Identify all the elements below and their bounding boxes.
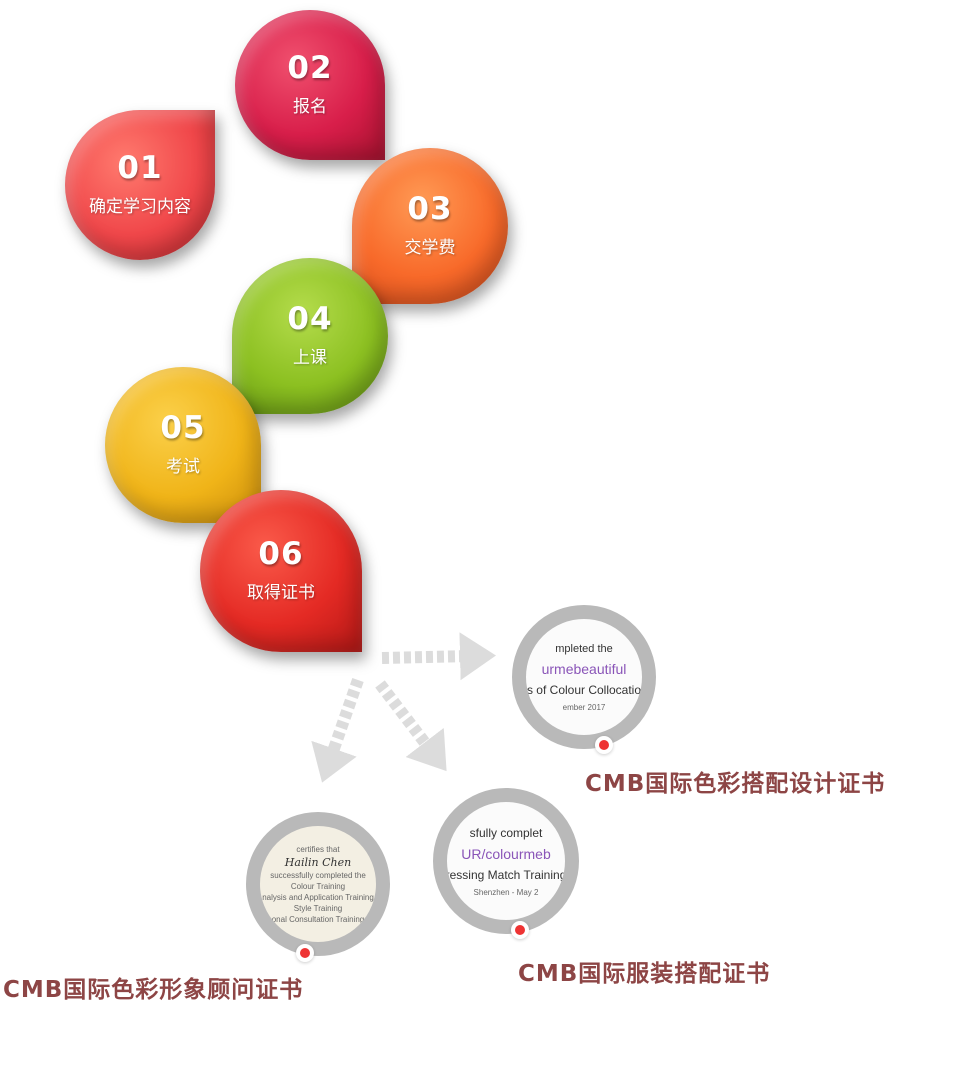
cert-text: certifies that — [296, 844, 340, 854]
step-number: 04 — [287, 301, 333, 337]
cert-text: mpleted the — [555, 642, 613, 655]
red-dot-marker — [595, 736, 613, 754]
arrow-down-left — [311, 678, 364, 783]
step-label: 报名 — [293, 97, 327, 116]
step-label: 确定学习内容 — [89, 197, 191, 216]
cert-text: successfully completed the — [270, 870, 366, 880]
cert-text: sfully complet — [469, 825, 543, 840]
cert-text: Hailin Chen — [284, 855, 352, 869]
step-label: 取得证书 — [247, 583, 315, 602]
step-number: 05 — [160, 410, 206, 446]
step-label: 交学费 — [404, 238, 456, 257]
step-number: 03 — [407, 191, 453, 227]
step-number: 02 — [287, 50, 333, 86]
certificate-caption: CMB国际色彩搭配设计证书 — [585, 771, 886, 797]
cert-text: nalysis and Application Training — [262, 892, 374, 902]
step-04: 04 上课 — [232, 258, 388, 414]
cert-text: urmebeautiful — [541, 660, 627, 677]
red-dot-marker — [511, 921, 529, 939]
cert-text: onal Consultation Training — [271, 914, 365, 924]
cert-text: Style Training — [293, 903, 343, 913]
cert-text: Colour Training — [290, 881, 346, 891]
step-label: 上课 — [293, 348, 327, 367]
certificate-image-dressing-match: sfully complet UR/colourmeb ressing Matc… — [433, 788, 579, 934]
step-number: 01 — [117, 150, 163, 186]
step-number: 06 — [258, 536, 304, 572]
step-06: 06 取得证书 — [200, 490, 362, 652]
cert-text: ressing Match Training — [445, 867, 567, 882]
cert-text: Shenzhen - May 2 — [473, 887, 539, 897]
cert-text: ember 2017 — [562, 702, 606, 712]
arrow-down-right — [375, 680, 447, 772]
red-dot-marker — [296, 944, 314, 962]
step-05: 05 考试 — [105, 367, 261, 523]
certificate-caption: CMB国际色彩形象顾问证书 — [3, 977, 304, 1003]
cert-text: es of Colour Collocation — [520, 682, 648, 697]
certificate-image-colour-collocation: mpleted the urmebeautiful es of Colour C… — [512, 605, 656, 749]
certificate-caption: CMB国际服装搭配证书 — [518, 961, 771, 987]
cert-text: UR/colourmeb — [461, 845, 551, 862]
certificate-image-image-consultant: certifies that Hailin Chen successfully … — [246, 812, 390, 956]
step-01: 01 确定学习内容 — [65, 110, 215, 260]
step-label: 考试 — [166, 457, 200, 476]
step-03: 03 交学费 — [352, 148, 508, 304]
arrow-right — [381, 632, 496, 681]
step-02: 02 报名 — [235, 10, 385, 160]
